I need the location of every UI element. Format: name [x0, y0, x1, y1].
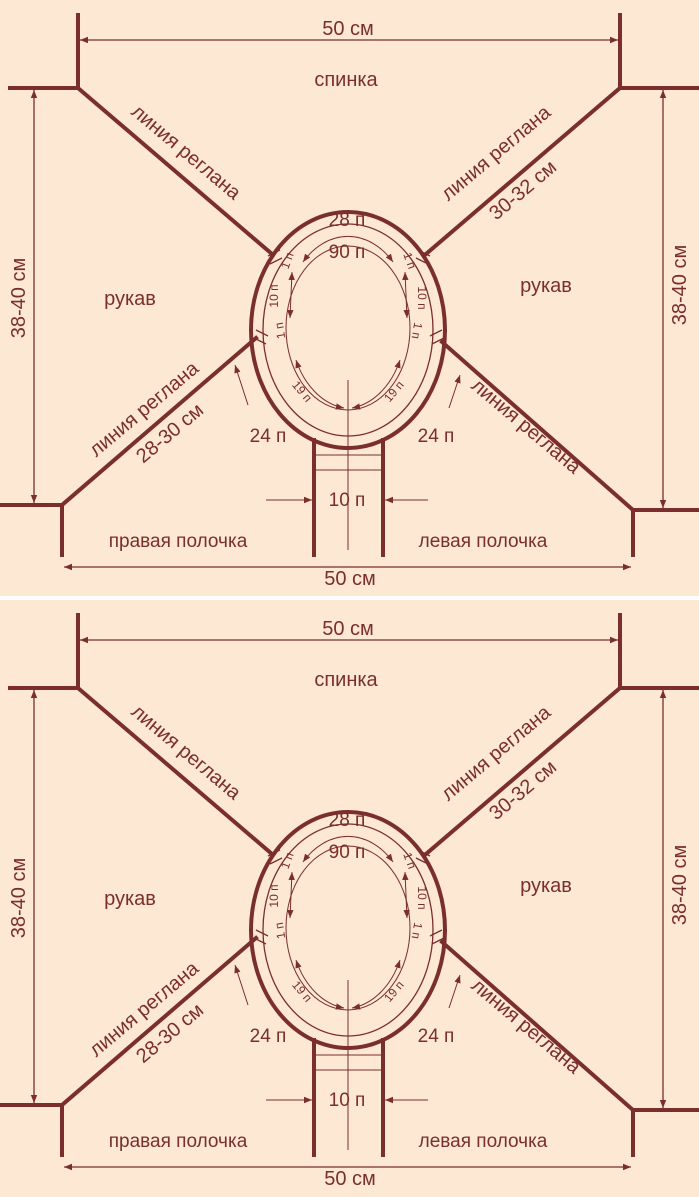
label-back-stitches: 28 п — [329, 810, 366, 831]
label-left-sleeve-stitches: 10 п — [267, 284, 281, 307]
label-left-sleeve: рукав — [104, 888, 156, 910]
label-raglan-right-bottom: 1 п — [409, 921, 426, 940]
label-bottom-width: 50 см — [324, 1168, 376, 1190]
label-placket-right: 24 п — [418, 1026, 455, 1047]
label-left-sleeve: рукав — [104, 288, 156, 310]
label-placket-left: 24 п — [250, 426, 287, 447]
diagram-panel-1: 50 см спинка линия реглана линия реглана… — [0, 0, 699, 598]
label-placket-left: 24 п — [250, 1026, 287, 1047]
label-raglan-left-top: 1 п — [278, 250, 297, 270]
label-left-front: левая полочка — [419, 1131, 548, 1152]
label-right-sleeve: рукав — [520, 875, 572, 897]
label-right-sleeve-stitches: 10 п — [415, 886, 429, 909]
label-right-height: 38-40 см — [669, 845, 691, 925]
label-right-front: правая полочка — [109, 1131, 248, 1152]
label-top-width: 50 см — [322, 618, 374, 640]
label-raglan-left-bottom: 1 п — [272, 921, 289, 940]
label-total-stitches: 90 п — [329, 242, 366, 263]
label-total-stitches: 90 п — [329, 842, 366, 863]
label-band-stitches: 10 п — [329, 490, 366, 511]
label-bottom-width: 50 см — [324, 568, 376, 590]
label-left-sleeve-stitches: 10 п — [267, 884, 281, 907]
label-raglan-right-top: 1 п — [400, 250, 419, 270]
label-right-height: 38-40 см — [669, 245, 691, 325]
label-left-front: левая полочка — [419, 531, 548, 552]
label-raglan-right-top: 1 п — [400, 850, 419, 870]
label-top-width: 50 см — [322, 18, 374, 40]
label-placket-right: 24 п — [418, 426, 455, 447]
label-right-front: правая полочка — [109, 531, 248, 552]
panel-separator — [0, 596, 699, 600]
label-back-stitches: 28 п — [329, 210, 366, 231]
label-left-height: 38-40 см — [8, 858, 30, 938]
label-back: спинка — [314, 69, 378, 91]
diagram-panel-2: 50 см спинка линия реглана линия реглана… — [0, 600, 699, 1197]
label-band-stitches: 10 п — [329, 1090, 366, 1111]
label-raglan-left-top: 1 п — [278, 850, 297, 870]
label-raglan-right-bottom: 1 п — [409, 321, 426, 340]
label-back: спинка — [314, 669, 378, 691]
label-right-sleeve: рукав — [520, 275, 572, 297]
label-left-height: 38-40 см — [8, 258, 30, 338]
label-raglan-left-bottom: 1 п — [272, 321, 289, 340]
label-right-sleeve-stitches: 10 п — [415, 286, 429, 309]
